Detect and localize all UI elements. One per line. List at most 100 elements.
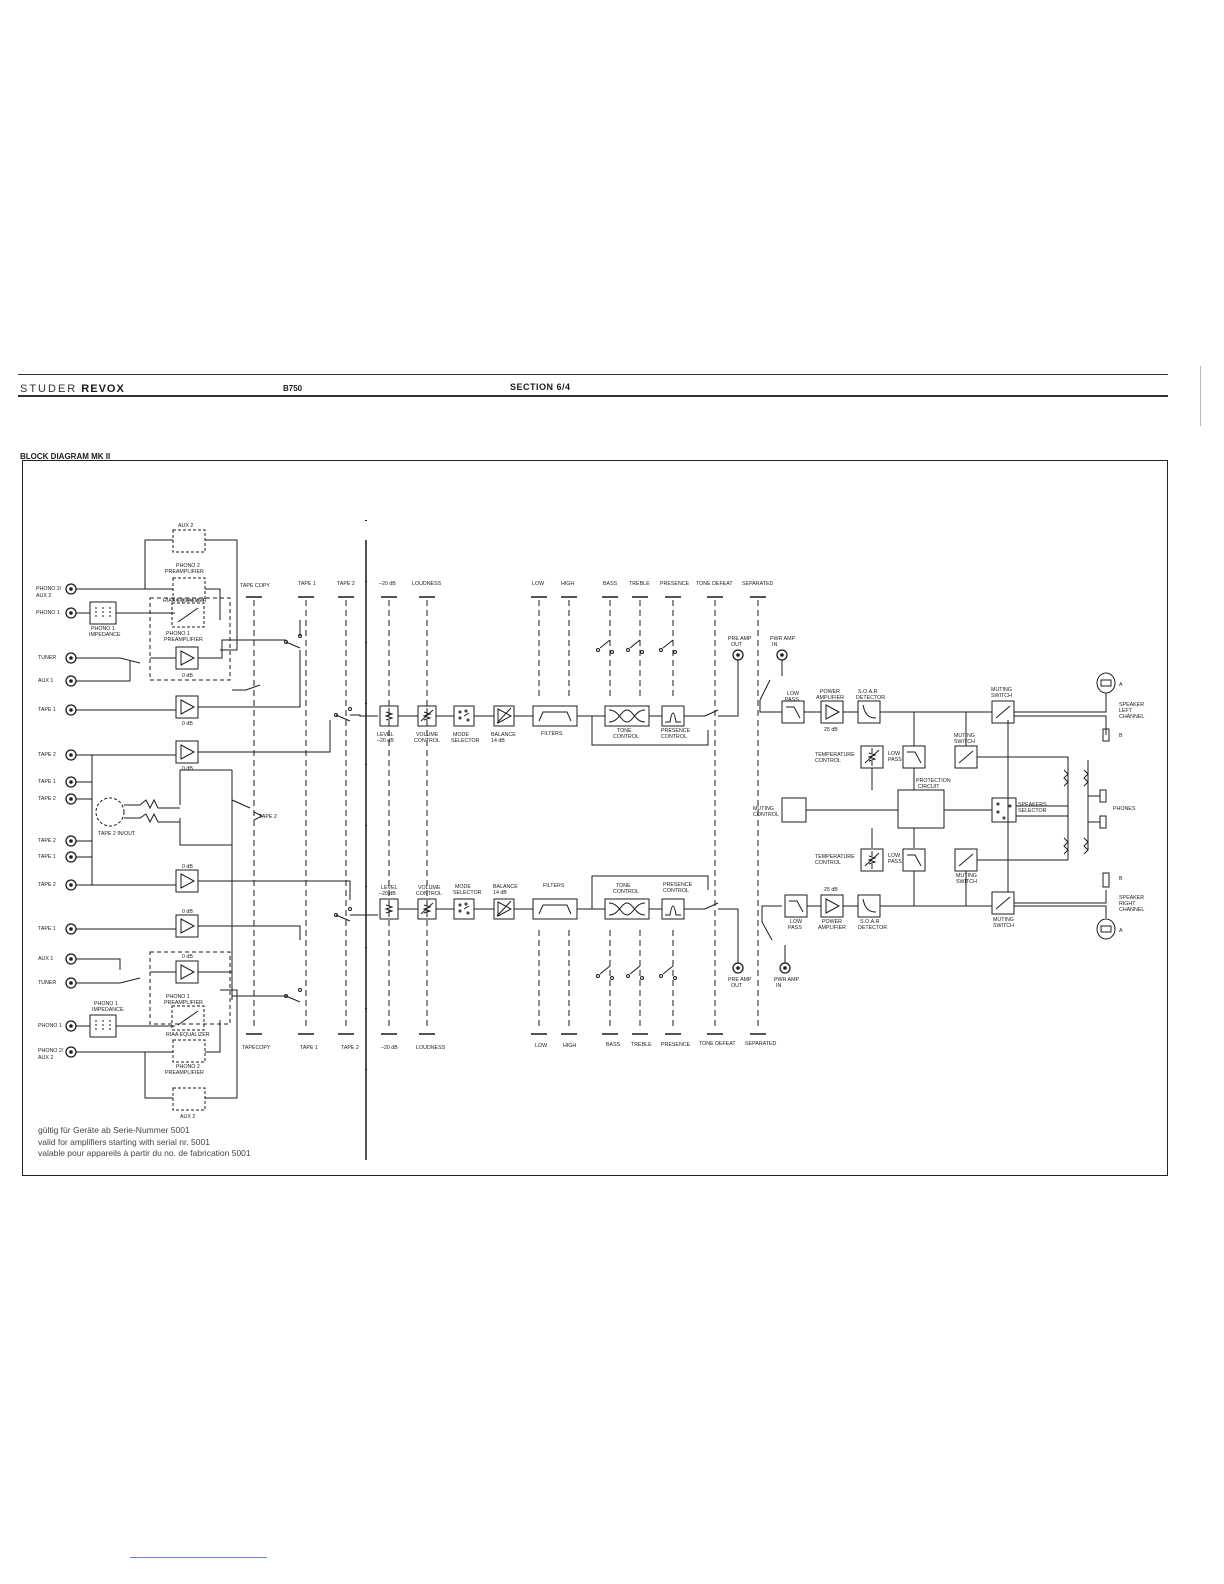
label-riaa-bottom: RIAA EQUALIZER bbox=[166, 1032, 210, 1038]
label-phono2-pre1-bottom: PHONO 2 bbox=[176, 1064, 200, 1070]
ctrl-top-9: PRESENCE bbox=[660, 581, 690, 587]
tape-copy-switch-top bbox=[284, 634, 302, 649]
label-presence1-left: PRESENCE bbox=[661, 728, 691, 734]
tape2-switch-top bbox=[231, 799, 263, 821]
label-phono1-imp2-bottom: IMPEDANCE bbox=[92, 1007, 124, 1013]
soar-detector-left bbox=[857, 700, 881, 724]
pwramp-in-jack-right bbox=[779, 962, 791, 974]
model-number: B750 bbox=[283, 384, 303, 393]
label-balance1-left: BALANCE bbox=[491, 732, 516, 738]
tape2-amp-bottom bbox=[175, 869, 199, 893]
tape1-amp-top bbox=[175, 695, 199, 719]
muting-switch-phones-right bbox=[954, 848, 978, 872]
label-protection2: CIRCUIT bbox=[918, 784, 940, 790]
label-spkright3: CHANNEL bbox=[1119, 907, 1144, 913]
label-aux2-sub-bottom: AUX 2 bbox=[38, 1055, 53, 1061]
jack-phono1-left bbox=[65, 607, 77, 619]
presence-control-left bbox=[661, 705, 685, 727]
muting-switch-left bbox=[991, 700, 1015, 724]
label-mode2-right: SELECTOR bbox=[453, 890, 482, 896]
label-tape2-b: TAPE 2 bbox=[38, 838, 56, 844]
label-phono2-aux2-bottom: PHONO 2/ bbox=[38, 1048, 64, 1054]
label-soar2-right: DETECTOR bbox=[858, 925, 887, 931]
label-tone1-left: TONE bbox=[617, 728, 632, 734]
tone-switches-top bbox=[596, 639, 677, 654]
power-amplifier-left bbox=[820, 700, 844, 724]
label-balance1-right: BALANCE bbox=[493, 884, 518, 890]
label-lowpass1-right: LOW bbox=[790, 919, 802, 925]
ctrl-bottom-5: LOW bbox=[535, 1043, 547, 1049]
label-tape1-out: TAPE 1 bbox=[38, 779, 56, 785]
riaa-equalizer-box-top bbox=[171, 602, 205, 628]
label-spkleft2: LEFT bbox=[1119, 708, 1133, 714]
power-amplifier-right bbox=[820, 894, 844, 918]
label-mode1-right: MODE bbox=[455, 884, 471, 890]
protection-low-pass-left bbox=[902, 745, 926, 769]
jack-phono2-aux2-left bbox=[65, 583, 77, 595]
tape-monitor-switch-top bbox=[334, 707, 352, 722]
ctrl-bottom-10: TONE DEFEAT bbox=[699, 1041, 736, 1047]
ctrl-top-1: TAPE 1 bbox=[298, 581, 316, 587]
label-0db-f: 0 dB bbox=[182, 954, 193, 960]
jack-tape1-out bbox=[65, 776, 77, 788]
label-tuner-top: TUNER bbox=[38, 655, 56, 661]
label-soar1-left: S.O.A.R bbox=[858, 689, 878, 695]
label-tape2-out: TAPE 2 bbox=[38, 796, 56, 802]
label-gain-right: 25 dB bbox=[824, 887, 838, 893]
tone-control-right bbox=[604, 898, 650, 920]
label-phono2-pre2-top: PREAMPLIFIER bbox=[165, 569, 204, 575]
ctrl-top-5: LOW bbox=[532, 581, 544, 587]
label-0db-e: 0 dB bbox=[182, 909, 193, 915]
label-tape2-top: TAPE 2 bbox=[38, 752, 56, 758]
label-pwramp-in1-left: PWR AMP bbox=[770, 636, 795, 642]
label-level1-right: LEVEL bbox=[381, 885, 398, 891]
mode-selector-right bbox=[453, 898, 475, 920]
balance-right bbox=[493, 898, 515, 920]
ctrl-bottom-11: SEPARATED bbox=[745, 1041, 776, 1047]
label-phono2-pre1-top: PHONO 2 bbox=[176, 563, 200, 569]
label-poweramp1-left: POWER bbox=[820, 689, 840, 695]
label-spksel2: SELECTOR bbox=[1018, 808, 1047, 814]
speaker-a-right bbox=[1096, 918, 1116, 940]
label-volume1-right: VOLUME bbox=[418, 885, 441, 891]
label-temp2-right: CONTROL bbox=[815, 860, 841, 866]
presence-control-right bbox=[661, 898, 685, 920]
jack-tape1-left bbox=[65, 704, 77, 716]
phono2-wiring-top bbox=[76, 539, 238, 651]
speakers-selector-box bbox=[991, 797, 1017, 823]
label-tape2-switch: TAPE 2 bbox=[259, 814, 277, 820]
label-volume2-left: CONTROL bbox=[414, 738, 440, 744]
label-aux2-sub-top: AUX 2 bbox=[36, 593, 51, 599]
ctrl-bottom-9: PRESENCE bbox=[661, 1042, 691, 1048]
label-muting2-left: SWITCH bbox=[991, 693, 1012, 699]
label-aux1-top: AUX 1 bbox=[38, 678, 53, 684]
label-mode2-left: SELECTOR bbox=[451, 738, 480, 744]
phono-section-dashed-top bbox=[149, 597, 231, 681]
protection-circuit-box bbox=[897, 789, 945, 829]
ctrl-bottom-2: TAPE 2 bbox=[341, 1045, 359, 1051]
phono2-route-top bbox=[145, 588, 221, 620]
label-tone2-left: CONTROL bbox=[613, 734, 639, 740]
phono2-preamp-box-top bbox=[172, 577, 206, 601]
jack-phono1-right bbox=[65, 1020, 77, 1032]
jack-tape2-right bbox=[65, 879, 77, 891]
label-temp1-right: TEMPERATURE bbox=[815, 854, 855, 860]
aux2-box-top bbox=[172, 529, 206, 553]
label-volume1-left: VOLUME bbox=[416, 732, 439, 738]
ctrl-bottom-4: LOUDNESS bbox=[416, 1045, 446, 1051]
label-lowpass1-left: LOW bbox=[787, 691, 799, 697]
temperature-control-left bbox=[860, 745, 884, 769]
label-tape1-bottom: TAPE 1 bbox=[38, 926, 56, 932]
label-mutingctl2: CONTROL bbox=[753, 812, 779, 818]
label-phono2-pre2-bottom: PREAMPLIFIER bbox=[165, 1070, 204, 1076]
label-term-b-right: B bbox=[1119, 876, 1123, 882]
label-phono1-top: PHONO 1 bbox=[36, 610, 60, 616]
section-number: SECTION 6/4 bbox=[510, 382, 571, 392]
ctrl-top-4: LOUDNESS bbox=[412, 581, 442, 587]
level-attenuator-right bbox=[379, 898, 399, 920]
label-phono2-aux2-top: PHONO 2/ bbox=[36, 586, 62, 592]
label-presence1-right: PRESENCE bbox=[663, 882, 693, 888]
label-lowpass2-left: PASS bbox=[785, 697, 799, 703]
label-pwramp-in2-right: IN bbox=[776, 983, 781, 989]
